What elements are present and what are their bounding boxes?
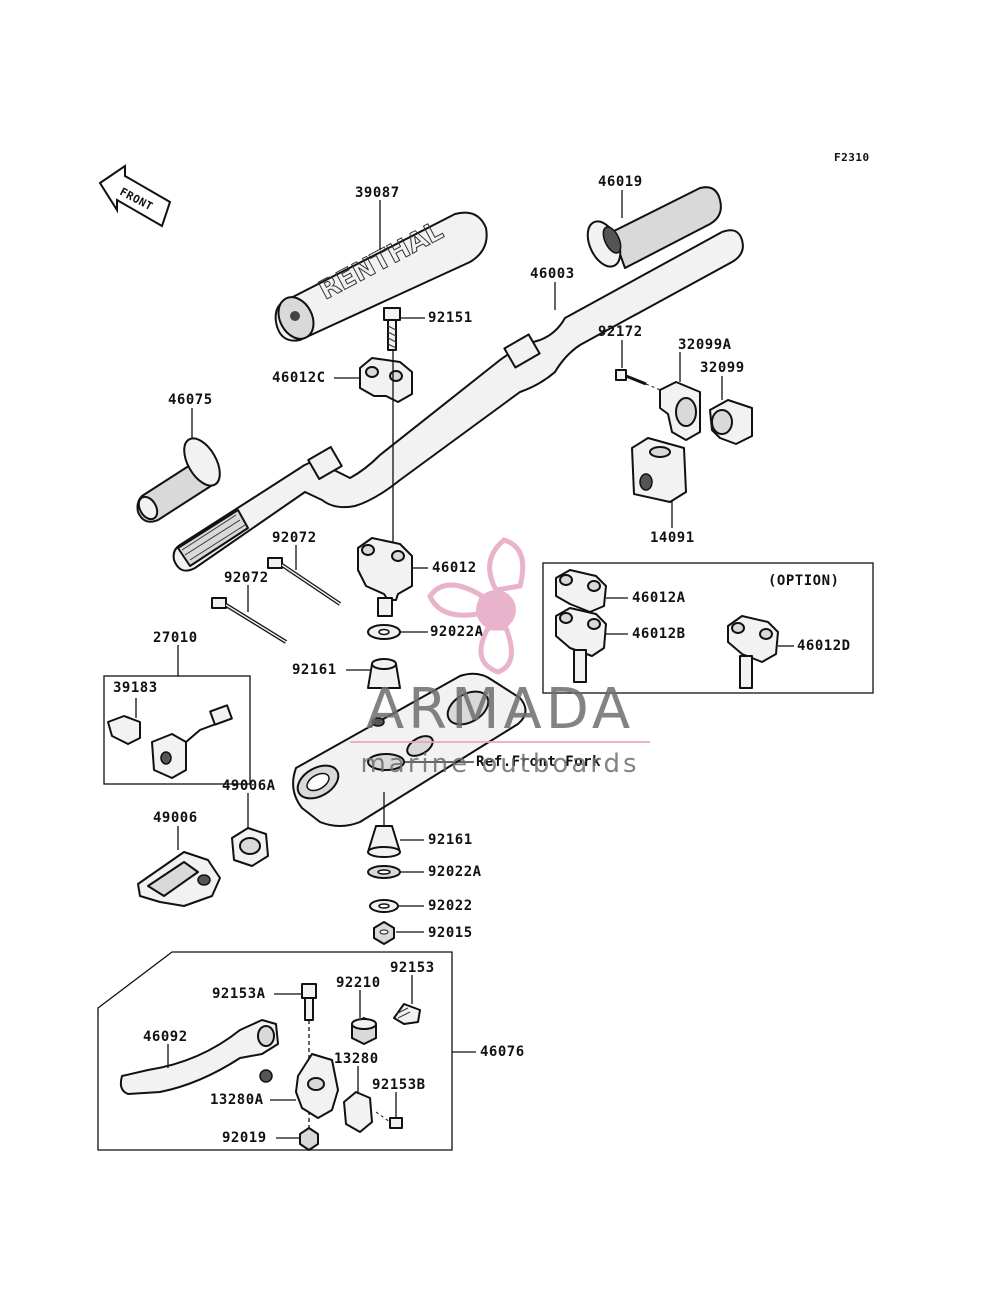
option-box	[542, 562, 874, 694]
clamp-option-a-icon	[555, 569, 607, 613]
part-label-39087: 39087	[355, 185, 400, 201]
clamp-option-b-icon	[555, 607, 607, 683]
handlebar-clamp-upper-icon	[359, 357, 413, 403]
pivot-bolt-icon	[301, 983, 317, 1021]
part-label-32099A: 32099A	[678, 337, 732, 353]
adjuster-bolt-icon	[393, 1003, 421, 1025]
part-label-46012D: 46012D	[797, 638, 851, 654]
washer-lower-icon	[367, 865, 401, 879]
part-label-46012B: 46012B	[632, 626, 686, 642]
clamp-bolt-icon	[375, 1111, 403, 1129]
lever-assembly-box	[97, 951, 453, 1151]
part-label-92022A-lower: 92022A	[428, 864, 482, 880]
small-bolt-icon	[615, 369, 671, 395]
part-label-92022A-upper: 92022A	[430, 624, 484, 640]
throttle-cover-icon	[631, 437, 687, 503]
part-label-49006A: 49006A	[222, 778, 276, 794]
watermark-tagline: marine outboards	[360, 749, 639, 779]
bolt-icon	[383, 307, 401, 351]
part-label-92019: 92019	[222, 1130, 267, 1146]
part-label-13280: 13280	[334, 1051, 379, 1067]
ref-front-fork-label: Ref.Front Fork	[476, 754, 601, 770]
left-grip-icon	[136, 437, 221, 523]
option-label: (OPTION)	[768, 573, 839, 589]
switch-assembly-box	[103, 675, 251, 785]
part-label-92015: 92015	[428, 925, 473, 941]
part-label-46019: 46019	[598, 174, 643, 190]
washer-upper-icon	[367, 624, 401, 640]
part-label-46076: 46076	[480, 1044, 525, 1060]
part-label-92022: 92022	[428, 898, 473, 914]
clutch-lever-icon	[119, 1019, 279, 1095]
part-label-92161-lower: 92161	[428, 832, 473, 848]
washer-icon	[369, 899, 399, 913]
lever-holder-icon	[295, 1053, 339, 1119]
part-label-49006: 49006	[153, 810, 198, 826]
triple-clamp-icon	[292, 672, 527, 827]
lever-guard-icon	[137, 851, 221, 907]
adjuster-nut-icon	[231, 827, 269, 867]
throttle-grip-icon	[586, 186, 722, 269]
lever-collar-icon	[351, 1017, 377, 1045]
part-label-92153B: 92153B	[372, 1077, 426, 1093]
watermark-logo: ARMADA marine outboards	[350, 537, 650, 779]
part-label-92172: 92172	[598, 324, 643, 340]
rubber-bushing-upper-icon	[367, 658, 401, 689]
figure-code: F2310	[834, 151, 870, 164]
part-label-92072-lower: 92072	[224, 570, 269, 586]
part-label-32099: 32099	[700, 360, 745, 376]
part-label-92210: 92210	[336, 975, 381, 991]
throttle-housing-right-icon	[709, 399, 753, 445]
part-label-27010: 27010	[153, 630, 198, 646]
part-label-46012: 46012	[432, 560, 477, 576]
watermark-brand: ARMADA	[366, 677, 634, 742]
part-label-92072-upper: 92072	[272, 530, 317, 546]
part-label-46003: 46003	[530, 266, 575, 282]
part-label-92161-upper: 92161	[292, 662, 337, 678]
pivot-nut-icon	[299, 1127, 319, 1151]
cable-tie-upper-icon	[267, 557, 342, 606]
part-label-92153: 92153	[390, 960, 435, 976]
part-label-92151: 92151	[428, 310, 473, 326]
part-label-14091: 14091	[650, 530, 695, 546]
rubber-bushing-lower-icon	[367, 825, 401, 858]
propeller-logo-icon	[427, 537, 526, 675]
part-label-46012C: 46012C	[272, 370, 326, 386]
part-label-13280A: 13280A	[210, 1092, 264, 1108]
nut-icon	[373, 921, 395, 945]
part-label-46092: 46092	[143, 1029, 188, 1045]
handlebar-icon	[172, 229, 744, 572]
part-label-39183: 39183	[113, 680, 158, 696]
part-label-92153A: 92153A	[212, 986, 266, 1002]
part-label-46075: 46075	[168, 392, 213, 408]
clamp-option-d-icon	[727, 615, 779, 689]
front-arrow-icon: FRONT	[98, 164, 172, 228]
holder-clamp-icon	[343, 1091, 373, 1133]
kill-switch-icon	[107, 704, 233, 779]
throttle-housing-left-icon	[659, 381, 701, 441]
handlebar-riser-icon	[357, 537, 413, 617]
part-label-46012A: 46012A	[632, 590, 686, 606]
cable-tie-lower-icon	[211, 597, 288, 644]
